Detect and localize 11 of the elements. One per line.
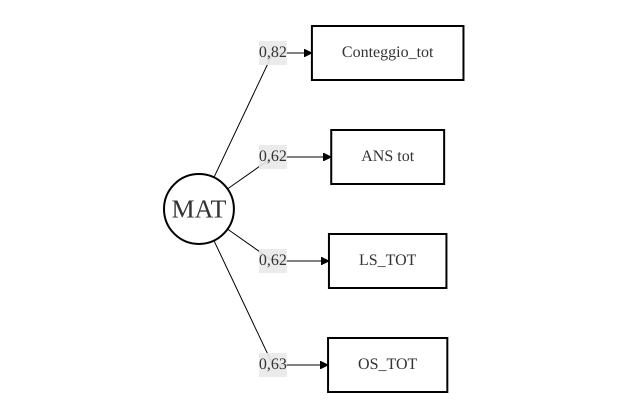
edge-label: 0,62 xyxy=(259,148,288,164)
node-box: LS_TOT xyxy=(328,232,448,288)
arrow xyxy=(214,240,329,369)
edge-label: 0,62 xyxy=(259,252,288,268)
node-box: ANS tot xyxy=(330,128,446,184)
edge-label: 0,63 xyxy=(259,356,288,372)
node-box: OS_TOT xyxy=(327,336,449,392)
arrow xyxy=(214,48,313,178)
node-box: Conteggio_tot xyxy=(311,24,465,80)
node-circle: MAT xyxy=(163,172,236,244)
edge-label: 0,82 xyxy=(259,44,288,60)
